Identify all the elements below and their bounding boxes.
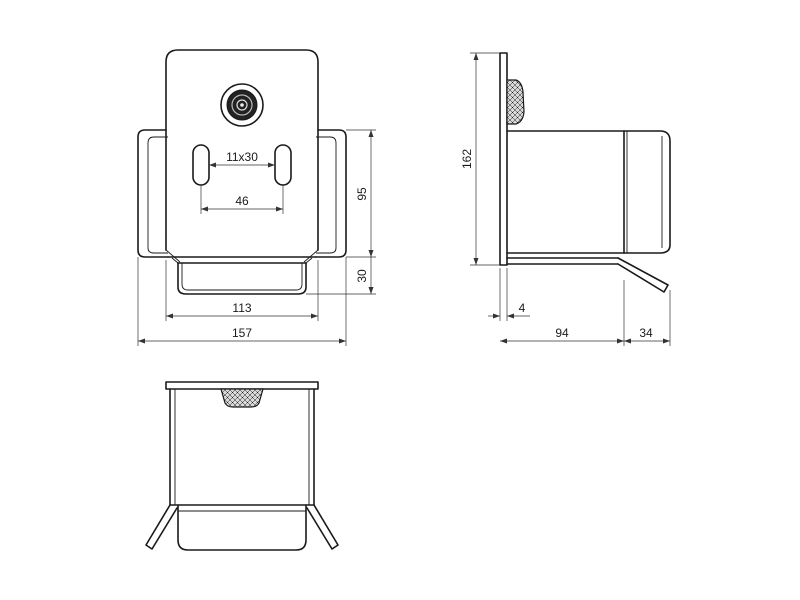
dim-tab-length: 34 [624,290,671,346]
dim-slot-size: 11x30 [209,150,275,168]
dim-label-overall-width: 157 [232,326,252,340]
side-view: 162 4 94 34 [460,52,671,346]
dim-label-tray-height: 30 [355,269,369,283]
mounting-slot-right [274,144,292,186]
front-view: 11x30 46 95 30 [137,49,376,346]
side-angled-tab [617,257,669,293]
dim-label-slot-size: 11x30 [226,150,258,164]
dim-overall-width: 157 [137,257,347,346]
mounting-slot-left [192,144,210,186]
fixing-boss [220,83,264,127]
dim-label-tab-length: 34 [639,326,653,340]
top-back-plate [165,381,319,390]
dim-tray-height: 30 [306,257,376,295]
top-left-tab [145,504,178,550]
top-view [145,381,339,551]
top-right-tab [306,504,339,550]
left-wing [137,129,181,263]
dim-depth: 94 [500,280,625,346]
dim-label-depth: 94 [555,326,569,340]
tray [167,256,317,295]
side-back-plate [499,52,508,266]
dim-side-height: 95 [346,129,376,258]
back-plate [165,49,319,251]
side-body [506,130,671,254]
dim-slot-spacing: 46 [200,185,284,214]
top-tray [177,504,307,551]
dim-label-plate-thickness: 4 [519,301,526,315]
dim-label-slot-spacing: 46 [235,194,249,208]
dim-label-inner-width: 113 [232,301,251,315]
right-wing [303,129,347,263]
dim-label-side-height: 95 [355,187,369,201]
dim-plate-thickness: 4 [488,268,530,321]
dim-label-overall-height: 162 [460,149,474,169]
dim-overall-height: 162 [460,52,500,266]
dim-inner-width: 113 [165,260,319,321]
